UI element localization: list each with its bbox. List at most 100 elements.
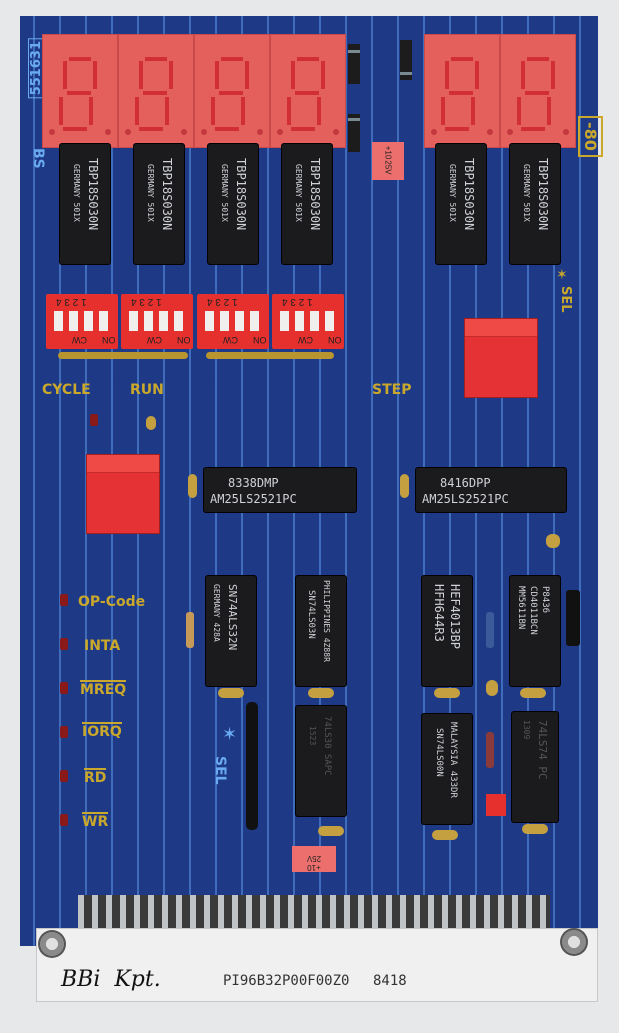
chip-origin: GERMANY 501X [294, 164, 303, 222]
status-led-wr [60, 814, 68, 826]
board-model-label: -80 [578, 116, 603, 157]
resistor-network-1 [58, 352, 188, 359]
tantalum-capacitor [486, 680, 498, 696]
prom-chip-3: TBP18S030N GERMANY 501X [208, 144, 258, 264]
run-label: RUN [130, 382, 164, 398]
cycle-led [90, 414, 98, 426]
cap-voltage: 25V [306, 854, 322, 863]
diode [348, 44, 360, 84]
tantalum-capacitor [400, 474, 409, 498]
cap-value: +10 [307, 863, 321, 872]
tantalum-capacitor [188, 474, 197, 498]
status-label-inta: INTA [84, 638, 121, 654]
chip-label: CD4011BCN [528, 586, 538, 635]
chip-74ls74: 74LS74 PC 1309 [512, 712, 558, 822]
prom-chip-2: TBP18S030N GERMANY 501X [134, 144, 184, 264]
chip-cd4011bcn: P8436 CD4011BCN MM5611BN [510, 576, 560, 686]
chip-origin: GERMANY 501X [72, 164, 81, 222]
tantalum-capacitor [434, 688, 460, 698]
status-label-mreq: MREQ [80, 680, 127, 698]
seven-segment-display-1 [42, 34, 118, 148]
tantalum-capacitor [522, 824, 548, 834]
cycle-label: CYCLE [42, 382, 91, 398]
run-cycle-button[interactable] [86, 454, 160, 534]
tantalum-capacitor [146, 416, 156, 430]
capacitor-10uf-top: +10 25V [372, 142, 404, 180]
dip-switch-2[interactable]: 1 2 3 4 CW ON [121, 294, 193, 349]
chip-label: TBP18S030N [536, 158, 550, 231]
chip-label: TBP18S030N [308, 158, 322, 231]
handwritten-label: BBi Kpt. [61, 967, 161, 992]
chip-label: HEF4013BP [448, 584, 462, 650]
jumper[interactable] [486, 794, 506, 816]
status-led-rd [60, 770, 68, 782]
sil-socket [246, 702, 258, 830]
chip-label: SN74LS03N [306, 590, 316, 639]
chip-label: 8338DMP [228, 476, 279, 490]
status-led-mreq [60, 682, 68, 694]
chip-label: 8416DPP [440, 476, 491, 490]
dip-numbers: 1 2 3 4 [207, 296, 238, 307]
connector-part-number: PI96B32P00F00Z0 [223, 973, 350, 989]
chip-label: GERMANY 428A [212, 584, 221, 642]
dip-switch-3[interactable]: 1 2 3 4 CW ON [197, 294, 269, 349]
chip-hef4013bp: HEF4013BP HFH644R3 [422, 576, 472, 686]
chip-sn74ls03: PHILIPPINES 4Z88R SN74LS03N [296, 576, 346, 686]
chip-label: TBP18S030N [86, 158, 100, 231]
dip-switch-4[interactable]: 1 2 3 4 CW ON [272, 294, 344, 349]
sel-label-top: SEL [558, 286, 573, 313]
prom-chip-6: TBP18S030N GERMANY 501X [510, 144, 560, 264]
seven-segment-display-4 [270, 34, 346, 148]
chip-label: 1523 [308, 726, 317, 746]
status-led-iorq [60, 726, 68, 738]
chip-label: 1309 [522, 720, 531, 740]
chip-label: MM5611BN [516, 586, 526, 630]
chip-label: TBP18S030N [160, 158, 174, 231]
chip-label: SN74ALS32N [226, 584, 239, 651]
dip-on-label: ON [253, 335, 267, 345]
step-button[interactable] [464, 318, 538, 398]
status-label-op-code: OP-Code [78, 594, 146, 610]
tantalum-capacitor [520, 688, 546, 698]
resistor-network-2 [206, 352, 334, 359]
diode [400, 40, 412, 80]
capacitor-10uf-bottom: +10 25V [292, 846, 336, 872]
bs-label: BS [30, 148, 46, 169]
chip-am25ls2521-1: 8338DMP AM25LS2521PC [204, 468, 356, 512]
cap-voltage: 25V [383, 160, 393, 175]
sel-fan-icon-top: ✶ [556, 266, 568, 282]
dip-brand: CW [298, 335, 313, 345]
resistor [186, 612, 194, 648]
seven-segment-display-5 [424, 34, 500, 148]
seven-segment-display-3 [194, 34, 270, 148]
edge-connector: BBi Kpt. PI96B32P00F00Z0 8418 [36, 928, 598, 1002]
dip-switch-1[interactable]: 1 2 3 4 CW ON [46, 294, 118, 349]
status-label-rd: RD [84, 768, 107, 786]
dip-on-label: ON [177, 335, 191, 345]
chip-label: P8436 [540, 586, 550, 614]
tantalum-capacitor [546, 534, 560, 548]
connector-date-code: 8418 [373, 973, 407, 989]
diode [348, 114, 360, 152]
chip-74ls30: 74LS30 SAPC 1523 [296, 706, 346, 816]
tantalum-capacitor [218, 688, 244, 698]
dip-on-label: ON [328, 335, 342, 345]
chip-label: SN74LS00N [434, 728, 444, 777]
dip-brand: CW [147, 335, 162, 345]
sel-fan-icon-mid: ✶ [222, 724, 238, 744]
dip-numbers: 1 2 3 4 [56, 296, 87, 307]
chip-sn74ls00: MALAYSIA 433DR SN74LS00N [422, 714, 472, 824]
seven-segment-display-6 [500, 34, 576, 148]
mounting-screw-left [38, 930, 66, 958]
prom-chip-4: TBP18S030N GERMANY 501X [282, 144, 332, 264]
resistor [486, 612, 494, 648]
dip-brand: CW [223, 335, 238, 345]
tantalum-capacitor [432, 830, 458, 840]
chip-label: PHILIPPINES 4Z88R [322, 580, 331, 662]
chip-label: TBP18S030N [234, 158, 248, 231]
chip-origin: GERMANY 501X [522, 164, 531, 222]
seven-segment-display-2 [118, 34, 194, 148]
step-label: STEP [372, 382, 412, 398]
dip-brand: CW [72, 335, 87, 345]
chip-label: AM25LS2521PC [422, 492, 509, 506]
